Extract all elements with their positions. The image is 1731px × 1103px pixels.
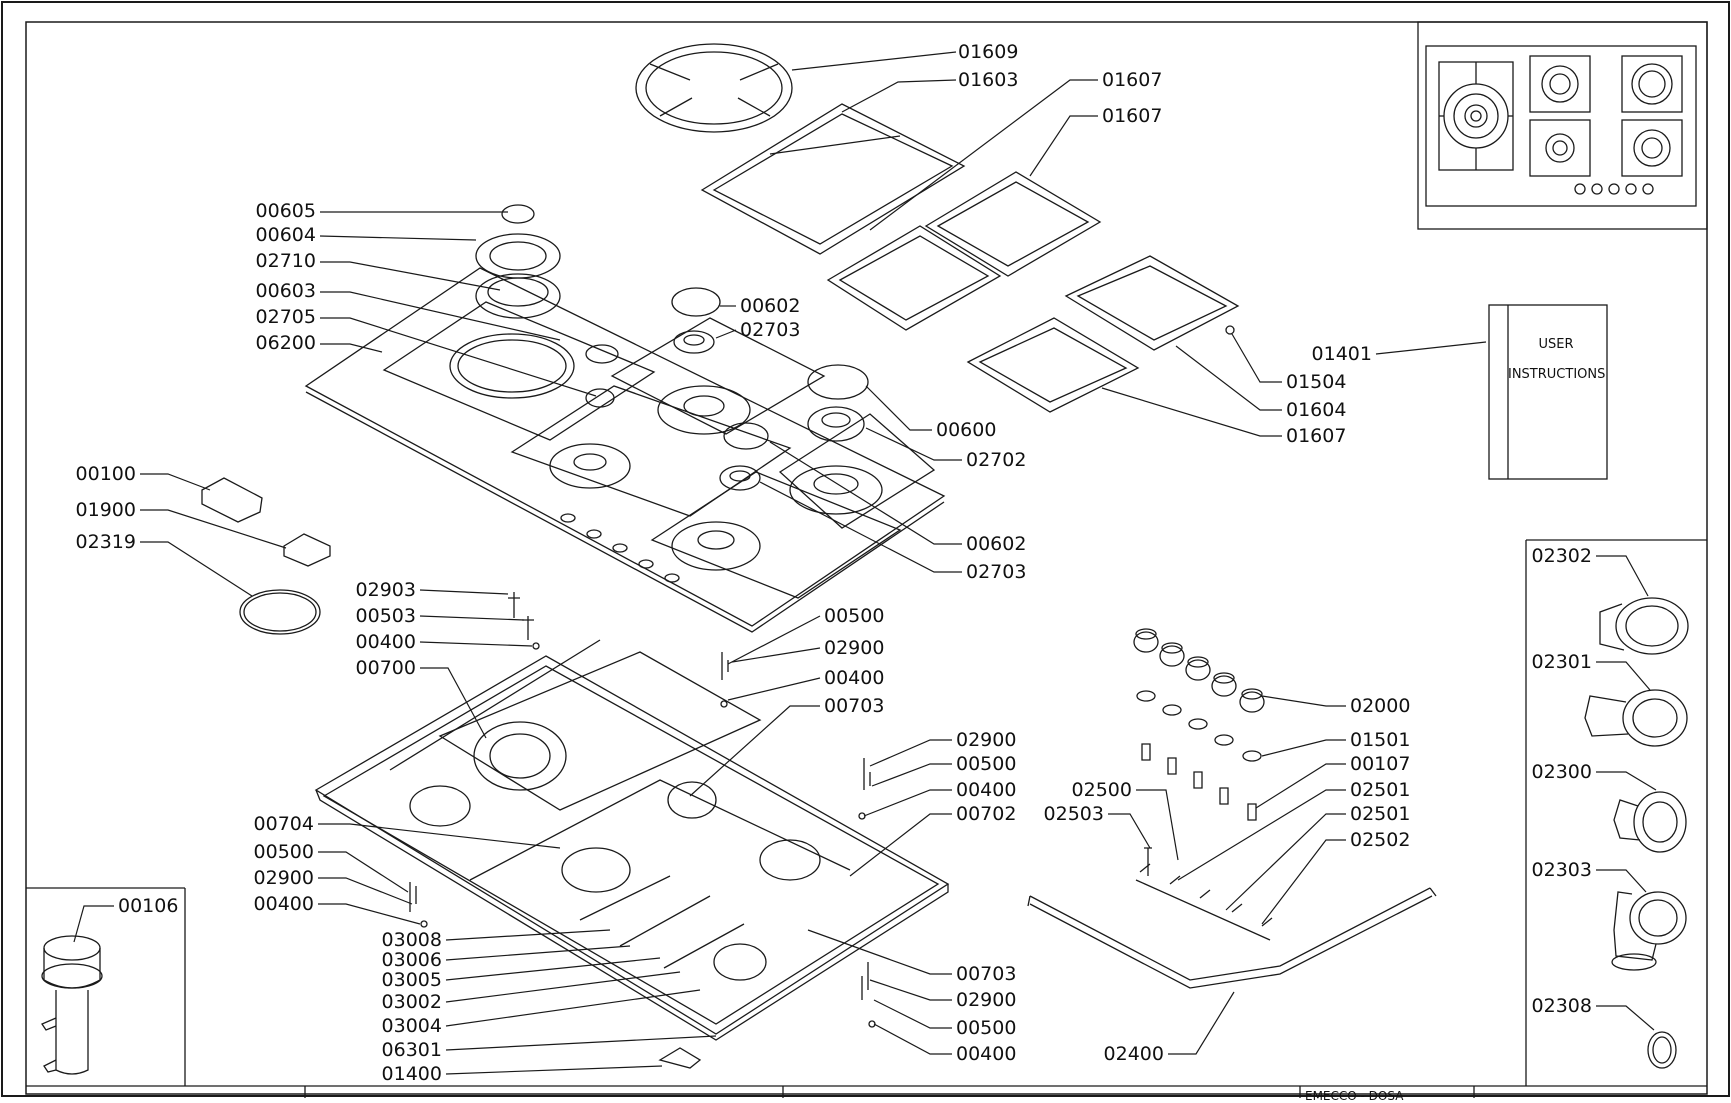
callout-02319: 02319 [75,531,136,553]
callout-02300: 02300 [1531,761,1592,783]
callout-02502: 02502 [1350,829,1411,851]
callout-02308: 02308 [1531,995,1592,1017]
callout-00503: 00503 [355,605,416,627]
callout-00500-a: 00500 [824,605,885,627]
callout-00603: 00603 [255,280,316,302]
callout-00107: 00107 [1350,753,1411,775]
callout-02900-d: 02900 [956,989,1017,1011]
callout-01607-a: 01607 [1102,69,1163,91]
callout-02900-b: 02900 [956,729,1017,751]
callout-00100: 00100 [75,463,136,485]
leader-lines [73,51,1657,1075]
callout-01501: 01501 [1350,729,1411,751]
callout-00400-a: 00400 [355,631,416,653]
pan-support-small-1 [826,225,1002,331]
callout-01607-c: 01607 [1286,425,1347,447]
pan-support-small-2 [924,171,1102,277]
callout-02900-c: 02900 [253,867,314,889]
terminal-block [283,533,331,567]
callout-06200: 06200 [255,332,316,354]
callout-02000: 02000 [1350,695,1411,717]
callout-03004: 03004 [381,1015,442,1037]
gasket-ring [239,589,321,635]
callout-00605: 00605 [255,200,316,222]
callout-01607-b: 01607 [1102,105,1163,127]
user-instructions-booklet [1488,304,1608,480]
wok-ring-grid [635,43,793,133]
callout-00400-b: 00400 [824,667,885,689]
glass-top-plate [304,267,946,633]
callout-01609: 01609 [958,41,1019,63]
hob-thumbnail [1417,21,1708,230]
callout-01603: 01603 [958,69,1019,91]
inner-border [25,21,1708,1095]
control-knobs [1133,628,1265,821]
callout-00500-d: 00500 [956,1017,1017,1039]
callout-02503: 02503 [1043,803,1104,825]
callout-02900-a: 02900 [824,637,885,659]
callout-02702: 02702 [966,449,1027,471]
callout-02501-b: 02501 [1350,803,1411,825]
callout-01900: 01900 [75,499,136,521]
callout-03002: 03002 [381,991,442,1013]
callout-01401: 01401 [1311,343,1372,365]
callout-00704: 00704 [253,813,314,835]
callout-02703-b: 02703 [966,561,1027,583]
callout-02400: 02400 [1103,1043,1164,1065]
title-block-text: EMECCO - DOSA [1305,1089,1404,1103]
callout-03005: 03005 [381,969,442,991]
callout-02500: 02500 [1071,779,1132,801]
ignition-module [201,477,263,523]
connectors-box [1525,539,1707,1086]
callout-01604: 01604 [1286,399,1347,421]
callout-00400-e: 00400 [956,1043,1017,1065]
callout-00400-c: 00400 [956,779,1017,801]
callout-00500-b: 00500 [956,753,1017,775]
gas-valves [1135,879,1271,941]
callout-00602-b: 00602 [966,533,1027,555]
manual-line-2: INSTRUCTIONS [1508,367,1606,382]
callout-00602-a: 00602 [740,295,801,317]
pan-support-large [700,103,966,255]
knob-detail-box [26,887,186,1086]
callout-03008: 03008 [381,929,442,951]
callout-02703-a: 02703 [740,319,801,341]
manual-line-1: USER [1538,337,1574,352]
pan-support-small-3 [1064,255,1240,351]
callout-00106: 00106 [118,895,179,917]
callout-01504: 01504 [1286,371,1347,393]
callout-01400: 01400 [381,1063,442,1085]
callout-00400-d: 00400 [253,893,314,915]
user-instructions-label: USER INSTRUCTIONS [1508,330,1606,390]
callout-02710: 02710 [255,250,316,272]
callout-00703-a: 00703 [824,695,885,717]
callout-02903: 02903 [355,579,416,601]
gas-manifold [1029,887,1431,981]
callout-00700: 00700 [355,657,416,679]
callout-00500-c: 00500 [253,841,314,863]
callout-02301: 02301 [1531,651,1592,673]
callout-02303: 02303 [1531,859,1592,881]
pan-support-small-4 [966,317,1140,413]
callout-03006: 03006 [381,949,442,971]
callout-02705: 02705 [255,306,316,328]
callout-02302: 02302 [1531,545,1592,567]
base-tray [314,639,950,1069]
callout-06301: 06301 [381,1039,442,1061]
callout-00703-b: 00703 [956,963,1017,985]
callout-00604: 00604 [255,224,316,246]
callout-00600: 00600 [936,419,997,441]
callout-02501-a: 02501 [1350,779,1411,801]
callout-00702: 00702 [956,803,1017,825]
